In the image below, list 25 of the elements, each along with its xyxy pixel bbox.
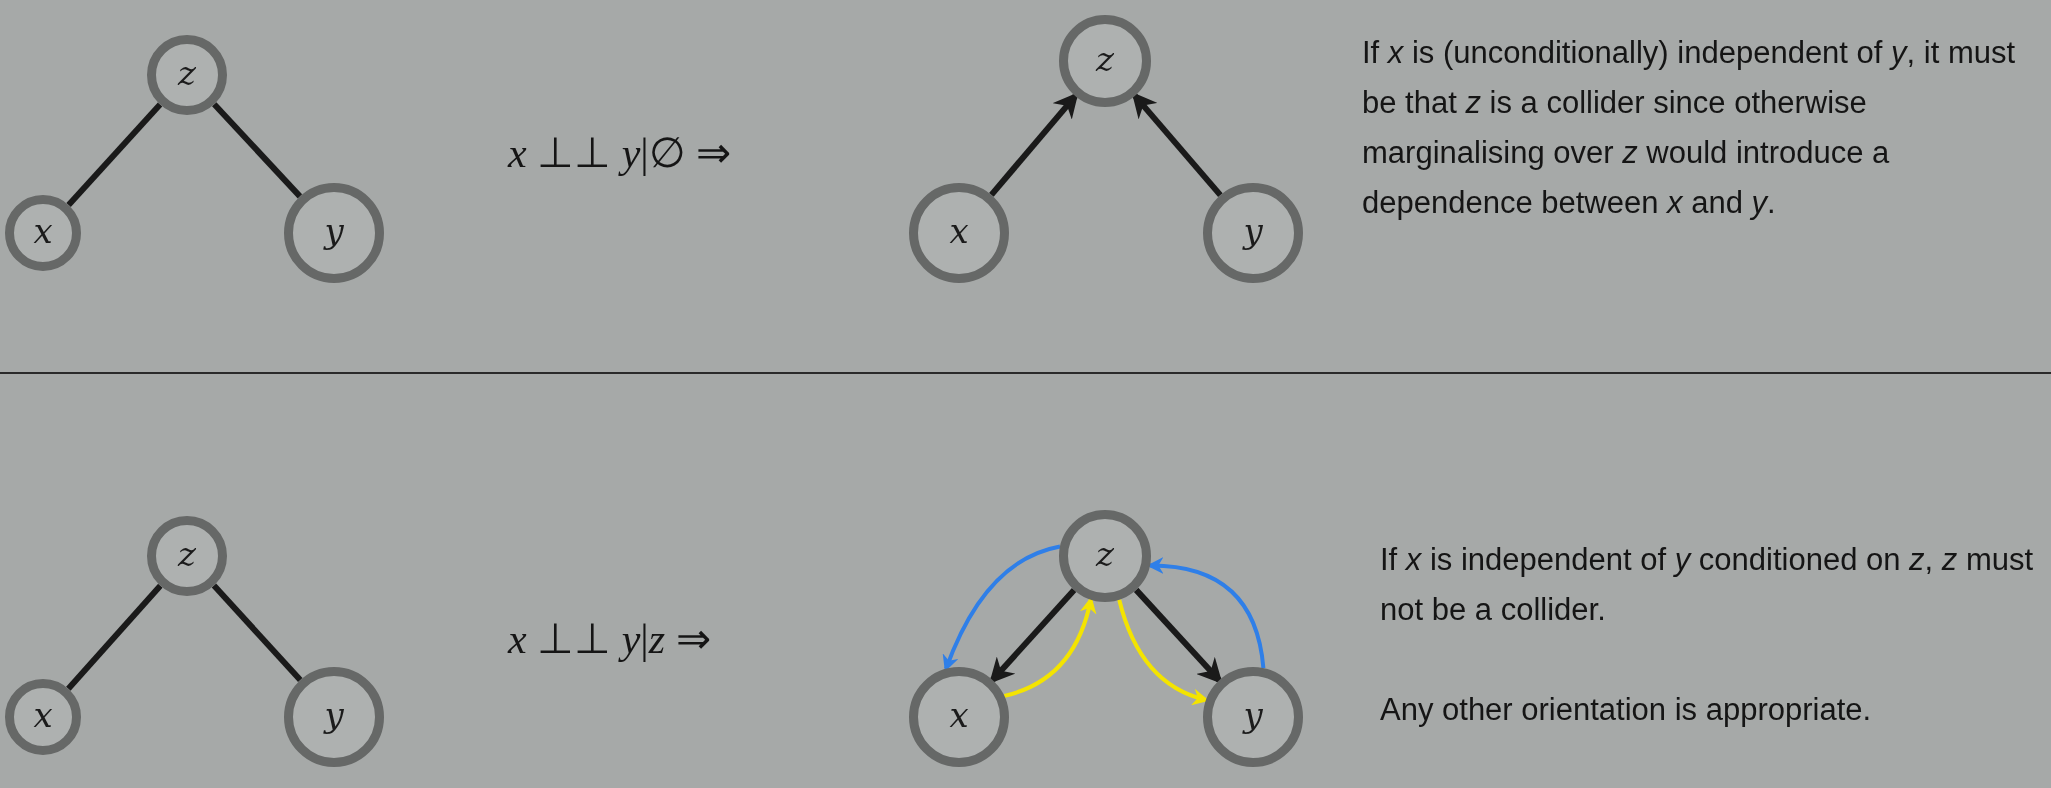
- connector-line: [66, 583, 163, 691]
- formula: x ⊥⊥ y|z ⇒: [508, 615, 711, 663]
- variable-node: z: [1059, 15, 1151, 107]
- arrow: [989, 92, 1079, 197]
- variable-node: x: [909, 183, 1009, 283]
- formula: x ⊥⊥ y|∅ ⇒: [508, 129, 732, 177]
- variable-node: x: [5, 195, 81, 271]
- explanation-text: If x is (unconditionally) independent of y, it must be that z is a collider since otherwise marginalising over z would introduce a dependence between x and y.: [1362, 34, 2017, 222]
- explanation-text: Any other orientation is appropriate.: [1380, 691, 1873, 729]
- variable-node: z: [147, 516, 227, 596]
- arrow: [989, 588, 1077, 684]
- variable-node: x: [5, 679, 81, 755]
- variable-node: y: [284, 183, 384, 283]
- connector-line: [66, 102, 163, 207]
- variable-node: z: [147, 35, 227, 115]
- variable-node: x: [909, 667, 1009, 767]
- variable-node: z: [1059, 510, 1151, 602]
- explanation-text: If x is independent of y conditioned on z, z must not be a collider.: [1380, 541, 2035, 629]
- arrow: [1133, 587, 1223, 684]
- variable-node: y: [1203, 183, 1303, 283]
- arrow: [1131, 92, 1223, 198]
- variable-node: y: [284, 667, 384, 767]
- variable-node: y: [1203, 667, 1303, 767]
- connector-line: [212, 102, 303, 199]
- connector-line: [211, 583, 303, 683]
